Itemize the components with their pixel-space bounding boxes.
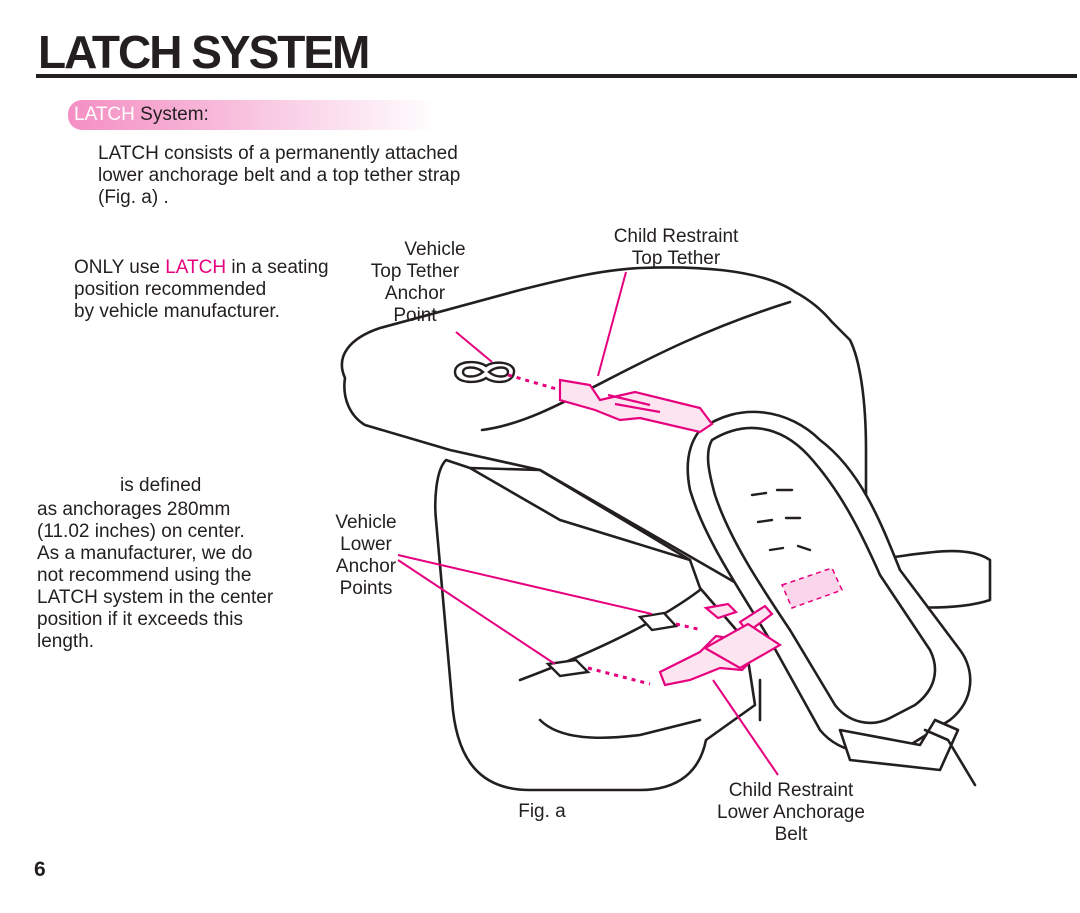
label-top-tether-anchor: Vehicle bbox=[370, 239, 500, 261]
figure-caption: Fig. a bbox=[518, 801, 566, 822]
section-heading-latch: LATCH bbox=[74, 104, 135, 125]
defined-line-first: is defined bbox=[120, 475, 202, 496]
label-line: Belt bbox=[774, 824, 808, 845]
section-heading-rest: System: bbox=[134, 104, 209, 125]
lower-anchorage-belt bbox=[658, 602, 783, 687]
harness-slots bbox=[750, 488, 812, 552]
label-line: Vehicle bbox=[335, 512, 397, 533]
defined-line: not recommend using the bbox=[37, 565, 252, 586]
only-use-latch: LATCH bbox=[165, 257, 227, 278]
label-child-restraint-lower-anchorage-belt: Child Restraint Lower Anchorage Belt bbox=[696, 780, 886, 846]
top-tether-strap bbox=[558, 378, 714, 434]
only-use-paragraph: ONLY use LATCH in a seating position rec… bbox=[74, 257, 329, 323]
label-line: Lower bbox=[340, 534, 392, 555]
top-tether-anchor-icon bbox=[453, 360, 516, 384]
only-use-prefix: ONLY use bbox=[74, 257, 166, 278]
harness-band bbox=[780, 567, 844, 609]
label-line: Child Restraint bbox=[613, 226, 739, 247]
cushion-edge bbox=[468, 466, 692, 562]
section-heading: LATCH System: bbox=[74, 104, 209, 126]
intro-paragraph: LATCH consists of a permanently attached… bbox=[98, 143, 460, 209]
label-line: Top Tether bbox=[370, 261, 460, 282]
label-line: Point bbox=[393, 305, 437, 326]
label-line: Points bbox=[339, 578, 393, 599]
defined-line: length. bbox=[37, 631, 95, 652]
defined-line: As a manufacturer, we do bbox=[37, 543, 253, 564]
page-title: LATCH SYSTEM bbox=[38, 26, 370, 78]
label-line: Anchor bbox=[384, 283, 446, 304]
label-lower-anchor-points: Vehicle Lower Anchor Points bbox=[312, 512, 420, 600]
connector-dots bbox=[507, 373, 703, 686]
defined-line: (11.02 inches) on center. bbox=[37, 521, 245, 542]
leader-lines bbox=[397, 271, 779, 776]
label-line: Top Tether bbox=[631, 248, 721, 269]
label-line: Vehicle bbox=[404, 239, 466, 260]
intro-line: (Fig. a) . bbox=[98, 187, 169, 208]
cushion-crease bbox=[538, 718, 702, 740]
child-seat-strap bbox=[923, 728, 977, 787]
only-use-line: by vehicle manufacturer. bbox=[74, 301, 280, 322]
defined-line: position if it exceeds this bbox=[37, 609, 243, 630]
defined-paragraph: as anchorages 280mm (11.02 inches) on ce… bbox=[37, 499, 273, 653]
only-use-suffix: in a seating bbox=[226, 257, 329, 278]
lower-anchor-icon bbox=[545, 611, 679, 678]
page-number: 6 bbox=[34, 858, 46, 881]
label-line: Anchor bbox=[335, 556, 397, 577]
title-rule bbox=[36, 74, 1077, 78]
seat-cushion bbox=[434, 458, 757, 792]
label-line: Child Restraint bbox=[728, 780, 854, 801]
label-child-restraint-top-tether: Child Restraint Top Tether bbox=[596, 226, 756, 270]
defined-line: as anchorages 280mm bbox=[37, 499, 231, 520]
section-heading-background bbox=[68, 100, 438, 130]
intro-line: lower anchorage belt and a top tether st… bbox=[98, 165, 461, 186]
intro-line: LATCH consists of a permanently attached bbox=[98, 143, 458, 164]
cushion-crease bbox=[518, 588, 702, 682]
defined-line: LATCH system in the center bbox=[37, 587, 274, 608]
label-top-tether-anchor: Top Tether Anchor Point bbox=[350, 261, 480, 327]
backrest-seam bbox=[480, 300, 792, 432]
only-use-line: position recommended bbox=[74, 279, 267, 300]
label-line: Lower Anchorage bbox=[717, 802, 865, 823]
